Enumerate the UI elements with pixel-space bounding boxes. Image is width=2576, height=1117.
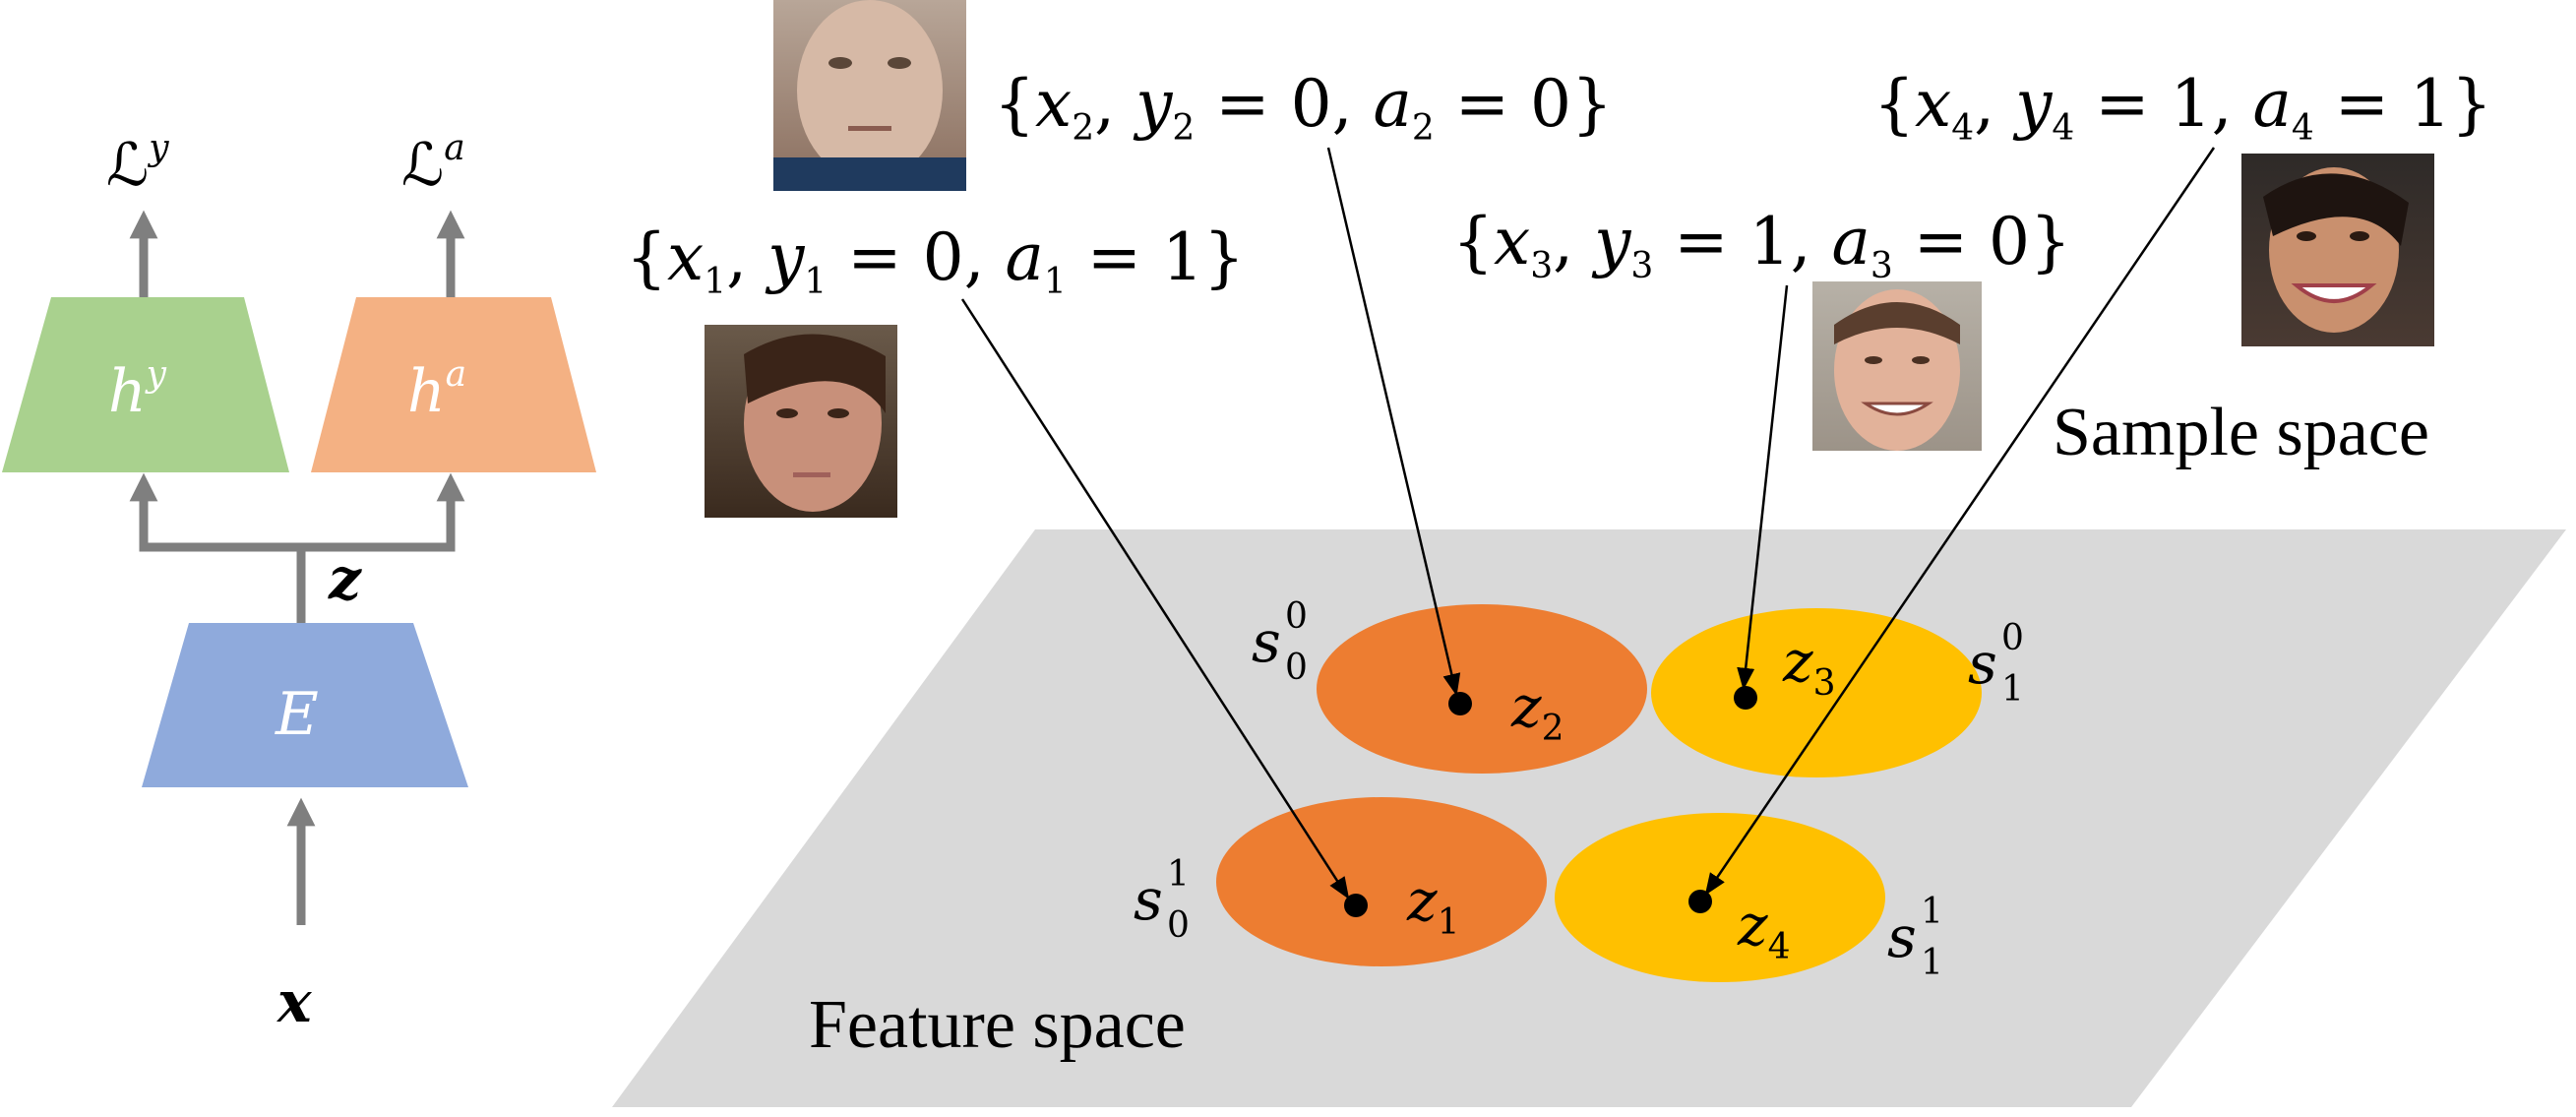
feature-space-label: Feature space [809,987,1186,1063]
feature-z-label: z [328,545,362,612]
svg-text:1: 1 [1167,854,1190,895]
svg-text:1: 1 [2001,669,2024,710]
loss-a-label: ℒa [401,128,465,200]
svg-text:1: 1 [1921,943,1943,983]
input-x-label: x [276,968,313,1035]
svg-text:0: 0 [1285,596,1308,637]
loss-y-label: ℒy [106,128,169,200]
svg-text:0: 0 [1167,905,1190,946]
sample-tuple-4: {x4, y4 = 1, a4 = 1} [1873,66,2492,149]
group-ellipse-s00 [1317,604,1647,774]
group-label-s10: s 0 1 [1968,618,2024,710]
svg-text:s: s [1134,866,1163,933]
face-woman-4-icon [2241,154,2434,346]
sample-tuple-2: {x2, y2 = 0, a2 = 0} [994,66,1613,149]
sample-space: Sample space [626,0,2492,900]
svg-text:s: s [1252,608,1281,675]
map-arrow-x3-z3 [1737,284,1789,691]
svg-text:1: 1 [1921,892,1943,932]
map-arrow-x4-z4 [1704,147,2216,896]
head-a-block [311,297,596,472]
group-ellipse-s01 [1216,797,1547,966]
group-label-s01: s 1 0 [1134,854,1190,946]
label-z1: z1 [1406,867,1459,943]
head-y-block [2,297,289,472]
group-label-s00: s 0 0 [1252,596,1308,688]
map-arrow-x2-z2 [1326,147,1461,697]
split-arrow-right [301,472,465,552]
label-z3: z3 [1782,628,1835,704]
sample-tuple-3: {x3, y3 = 1, a3 = 0} [1452,204,2071,286]
face-woman-1-icon [705,325,897,518]
head-a-label: ha [407,354,466,426]
label-z2: z2 [1510,673,1564,749]
face-man-3-icon [1812,281,1982,451]
head-y-label: hy [108,354,167,426]
svg-text:s: s [1968,630,1997,697]
group-ellipse-s10 [1651,608,1982,777]
group-label-s11: s 1 1 [1887,892,1943,983]
group-ellipse-s11 [1555,813,1885,982]
point-z2 [1448,692,1472,715]
face-man-2-icon [773,0,966,191]
split-arrow-left [129,472,301,552]
svg-text:s: s [1887,903,1917,970]
sample-space-label: Sample space [2053,395,2429,470]
feature-space: z2 z3 z1 z4 s 0 0 s 0 1 s 1 0 s 1 1 Feat… [612,529,2566,1107]
svg-text:0: 0 [2001,618,2024,658]
map-arrow-x1-z1 [960,298,1350,900]
feature-space-plane [612,529,2566,1107]
label-z4: z4 [1737,892,1790,967]
network-diagram: ℒy ℒa hy ha z E x [2,128,596,1035]
svg-text:0: 0 [1285,648,1308,688]
encoder-label: E [275,680,319,749]
sample-tuple-1: {x1, y1 = 0, a1 = 1} [626,219,1245,302]
point-z1 [1344,894,1368,917]
point-z3 [1734,686,1757,710]
point-z4 [1688,890,1712,913]
encoder-block [142,623,468,787]
